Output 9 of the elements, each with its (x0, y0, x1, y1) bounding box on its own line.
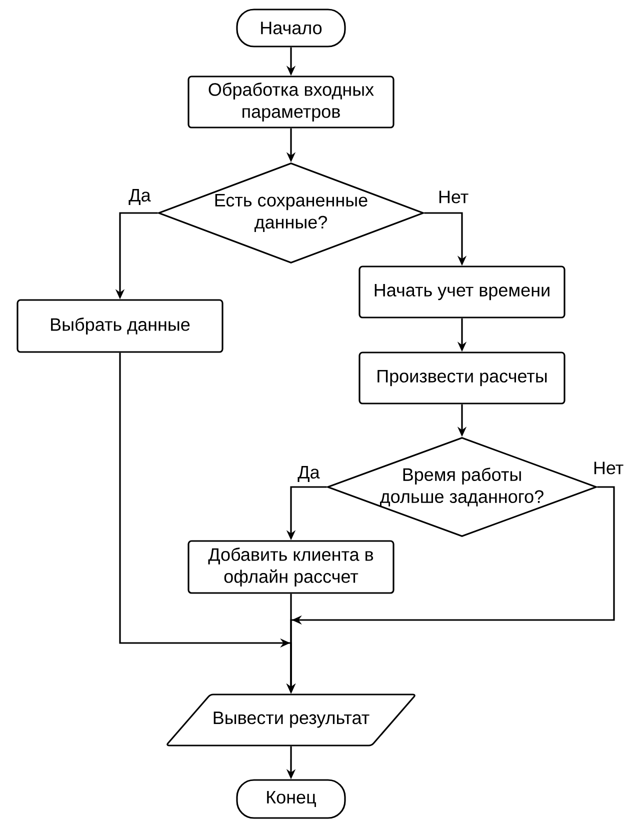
edge-label: Нет (436, 190, 470, 204)
process-box: Обработка входных параметров (188, 76, 394, 128)
process-box: Добавить клиента в офлайн рассчет (188, 540, 394, 594)
edge-label: Да (296, 465, 321, 483)
process-box: Произвести расчеты (358, 352, 566, 404)
process-box: Выбрать данные (16, 299, 224, 353)
output-parallelogram: Вывести результат (166, 694, 416, 746)
edge-label: Да (128, 188, 152, 206)
process-box: Начать учет времени (358, 266, 566, 318)
